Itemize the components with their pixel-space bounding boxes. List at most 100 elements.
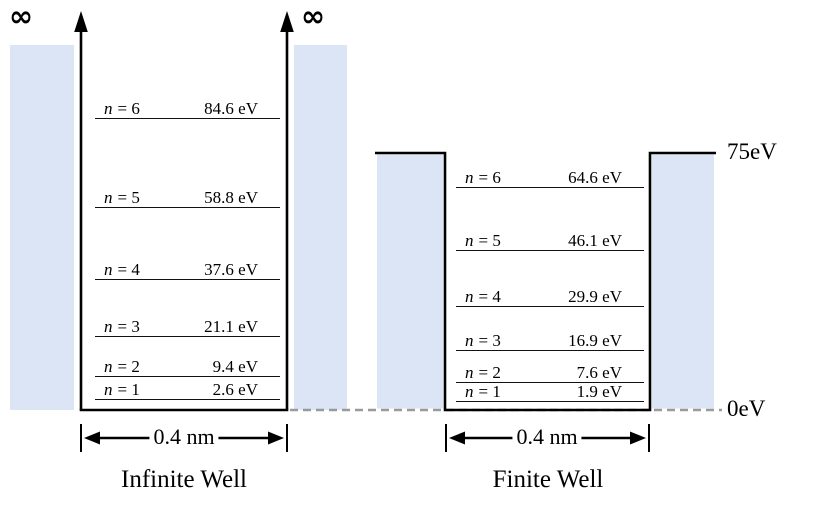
infinite-well-left-barrier (10, 45, 74, 410)
infinite-well-title: Infinite Well (121, 466, 247, 493)
finite-well-outline (375, 151, 716, 412)
infinity-symbol-right: ∞ (301, 0, 326, 33)
energy-value-label: 21.1 eV (204, 316, 258, 336)
energy-level-labels: n= 4 29.9 eV (456, 287, 644, 306)
energy-level: n= 6 64.6 eV (456, 168, 644, 188)
energy-level-line (456, 250, 644, 252)
measure-arrowhead-right-icon (630, 431, 646, 445)
quantum-number-value: = 1 (117, 380, 140, 400)
zero-energy-label: 0eV (727, 396, 766, 421)
measure-arrowhead-right-icon (268, 431, 284, 445)
energy-level-labels: n= 6 64.6 eV (456, 168, 644, 187)
right-infinity-arrowhead-icon (280, 11, 294, 32)
quantum-number-label: n= 6 (104, 99, 140, 118)
energy-level-line (95, 399, 280, 401)
energy-level: n= 3 16.9 eV (456, 331, 644, 352)
quantum-number-symbol: n (104, 99, 113, 119)
quantum-number-symbol: n (465, 231, 474, 251)
energy-level-labels: n= 5 58.8 eV (95, 188, 280, 207)
quantum-number-value: = 4 (478, 286, 501, 306)
quantum-number-value: = 6 (478, 167, 501, 187)
quantum-number-value: = 3 (478, 331, 501, 351)
energy-value-label: 58.8 eV (204, 187, 258, 207)
energy-level-line (456, 186, 644, 188)
quantum-number-value: = 3 (117, 316, 140, 336)
finite-well-left-barrier (377, 154, 443, 409)
quantum-number-symbol: n (465, 382, 474, 402)
energy-value-label: 2.6 eV (212, 380, 258, 400)
quantum-number-symbol: n (465, 331, 474, 351)
quantum-number-symbol: n (104, 260, 113, 280)
energy-level-line (95, 335, 280, 337)
quantum-number-symbol: n (104, 187, 113, 207)
energy-level-line (456, 401, 644, 403)
quantum-number-label: n= 5 (104, 188, 140, 207)
energy-level-labels: n= 1 1.9 eV (456, 382, 644, 401)
energy-value-label: 84.6 eV (204, 99, 258, 119)
infinite-well-outline (74, 11, 294, 412)
quantum-number-symbol: n (465, 362, 474, 382)
quantum-number-value: = 5 (117, 187, 140, 207)
energy-level: n= 1 2.6 eV (95, 380, 280, 401)
energy-level-labels: n= 5 46.1 eV (456, 231, 644, 250)
quantum-number-label: n= 2 (104, 357, 140, 376)
quantum-number-label: n= 3 (104, 317, 140, 336)
energy-level-line (95, 375, 280, 377)
energy-level: n= 2 7.6 eV (456, 363, 644, 383)
energy-level: n= 1 1.9 eV (456, 382, 644, 403)
energy-value-label: 64.6 eV (568, 167, 622, 187)
quantum-number-symbol: n (104, 316, 113, 336)
energy-value-label: 7.6 eV (576, 362, 622, 382)
left-infinity-arrowhead-icon (74, 11, 88, 32)
energy-level: n= 6 84.6 eV (95, 99, 280, 120)
finite-well-barriers (377, 154, 714, 409)
energy-value-label: 16.9 eV (568, 331, 622, 351)
energy-level-labels: n= 1 2.6 eV (95, 380, 280, 399)
finite-well-right-barrier (652, 154, 714, 409)
energy-level-labels: n= 3 21.1 eV (95, 317, 280, 336)
energy-value-label: 9.4 eV (212, 356, 258, 376)
quantum-number-symbol: n (104, 356, 113, 376)
quantum-number-label: n= 1 (465, 382, 501, 401)
energy-level: n= 5 46.1 eV (456, 231, 644, 252)
quantum-number-value: = 2 (117, 356, 140, 376)
energy-level-labels: n= 3 16.9 eV (456, 331, 644, 350)
energy-level-line (95, 118, 280, 120)
quantum-number-value: = 1 (478, 382, 501, 402)
energy-value-label: 46.1 eV (568, 231, 622, 251)
quantum-number-value: = 4 (117, 260, 140, 280)
finite-well-title: Finite Well (492, 466, 604, 493)
infinite-well-width-label: 0.4 nm (149, 424, 219, 450)
energy-level: n= 5 58.8 eV (95, 188, 280, 208)
quantum-number-label: n= 4 (104, 260, 140, 279)
energy-level-line (95, 279, 280, 281)
energy-level-line (456, 381, 644, 383)
quantum-number-symbol: n (465, 286, 474, 306)
finite-well-width-label: 0.4 nm (512, 424, 582, 450)
quantum-number-value: = 5 (478, 231, 501, 251)
quantum-number-label: n= 2 (465, 363, 501, 382)
energy-level-labels: n= 2 9.4 eV (95, 357, 280, 376)
quantum-number-symbol: n (465, 167, 474, 187)
infinity-symbol-left: ∞ (9, 0, 34, 33)
energy-level: n= 3 21.1 eV (95, 317, 280, 337)
quantum-number-label: n= 5 (465, 231, 501, 250)
energy-value-label: 29.9 eV (568, 286, 622, 306)
measure-arrowhead-left-icon (84, 431, 100, 445)
energy-level-line (95, 206, 280, 208)
energy-level-labels: n= 6 84.6 eV (95, 99, 280, 118)
energy-value-label: 37.6 eV (204, 260, 258, 280)
energy-level: n= 4 37.6 eV (95, 260, 280, 281)
energy-level-labels: n= 4 37.6 eV (95, 260, 280, 279)
infinite-well-right-barrier (294, 45, 347, 410)
quantum-number-label: n= 4 (465, 287, 501, 306)
quantum-number-value: = 6 (117, 99, 140, 119)
energy-level: n= 2 9.4 eV (95, 357, 280, 377)
infinite-well-barriers (10, 45, 347, 410)
well-depth-label: 75eV (727, 139, 777, 164)
quantum-number-value: = 2 (478, 362, 501, 382)
energy-level: n= 4 29.9 eV (456, 287, 644, 307)
